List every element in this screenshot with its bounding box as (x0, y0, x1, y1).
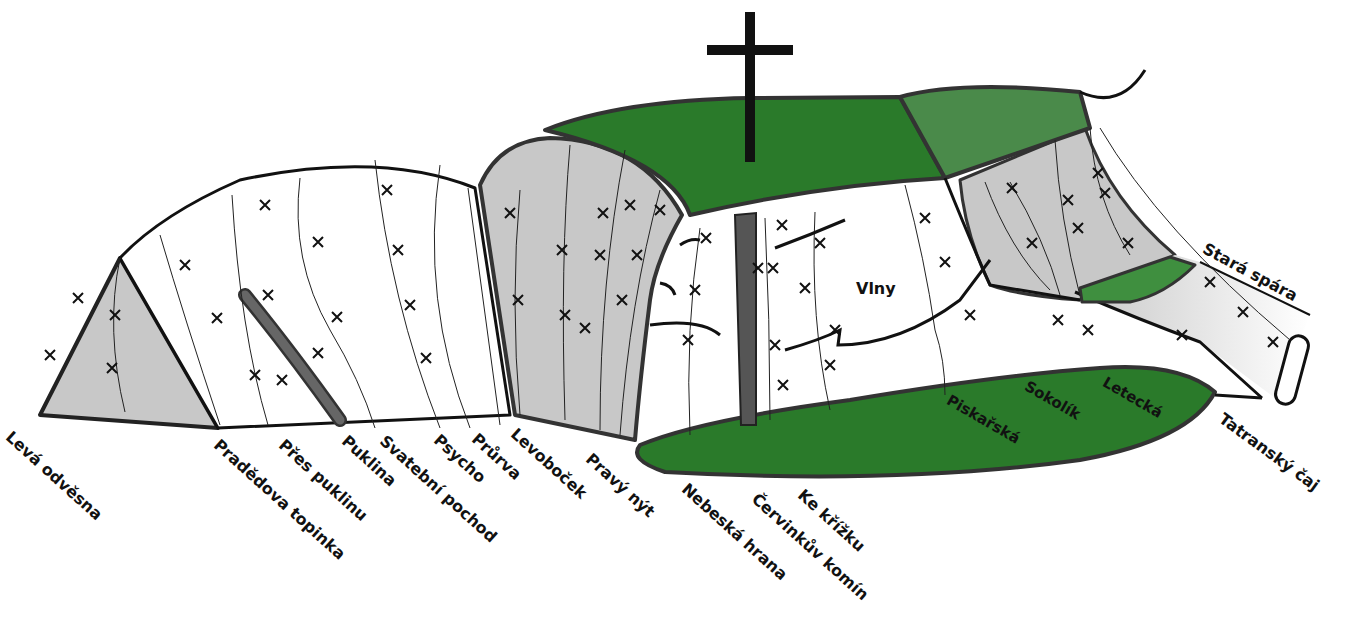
bolt-mark (382, 185, 392, 195)
bolt-mark (277, 375, 287, 385)
route-name: Tatranský čaj (1216, 410, 1323, 494)
bolt-mark (73, 293, 83, 303)
bolt-mark (617, 295, 627, 305)
bolt-mark (557, 245, 567, 255)
rock-slab (120, 167, 510, 428)
bolt-mark (632, 250, 642, 260)
bolt-mark (777, 220, 787, 230)
bolt-mark (1063, 195, 1073, 205)
bolt-mark (1053, 315, 1063, 325)
bolt-mark (1177, 330, 1187, 340)
bolt-mark (313, 348, 323, 358)
bolt-mark (260, 200, 270, 210)
bolt-mark (655, 205, 665, 215)
route-name: Vlny (856, 280, 896, 298)
bolt-mark (1268, 337, 1278, 347)
bolt-mark (770, 340, 780, 350)
chimney (735, 213, 756, 425)
bolt-mark (45, 350, 55, 360)
bolt-mark (778, 380, 788, 390)
bolt-mark (110, 310, 120, 320)
bolt-mark (598, 208, 608, 218)
route-name: Levoboček (507, 425, 590, 502)
route-name: Pradědova topinka (210, 436, 348, 563)
ledge-vegetation (637, 367, 1215, 476)
bolt-mark (421, 353, 431, 363)
overhang-line (650, 220, 990, 350)
rock-pillar (480, 138, 682, 440)
bolt-mark (1007, 183, 1017, 193)
bolt-marks (45, 168, 1278, 390)
bolt-mark (393, 245, 403, 255)
bolt-mark (690, 285, 700, 295)
bolt-mark (180, 260, 190, 270)
bolt-mark (107, 363, 117, 373)
bolt-mark (683, 335, 693, 345)
bolt-mark (1238, 307, 1248, 317)
bolt-mark (332, 312, 342, 322)
bolt-mark (1093, 168, 1103, 178)
bolt-mark (800, 283, 810, 293)
crack (245, 295, 340, 420)
route-name: Levá odvěsna (2, 428, 105, 524)
bolt-mark (1205, 277, 1215, 287)
bolt-mark (313, 237, 323, 247)
route-name: Nebeská hrana (678, 480, 790, 584)
bolt-mark (825, 360, 835, 370)
bolt-mark (513, 295, 523, 305)
bolt-mark (212, 313, 222, 323)
bolt-mark (595, 250, 605, 260)
bolt-mark (701, 233, 711, 243)
summit-cross (745, 12, 755, 162)
bolt-mark (1100, 188, 1110, 198)
route-line (42, 128, 1290, 435)
bolt-mark (560, 310, 570, 320)
bolt-mark (505, 208, 515, 218)
vegetation (1080, 257, 1195, 302)
bolt-mark (940, 257, 950, 267)
bolt-mark (830, 325, 840, 335)
bolt-mark (580, 323, 590, 333)
bolt-mark (920, 213, 930, 223)
bolt-mark (768, 263, 778, 273)
bolt-mark (263, 290, 273, 300)
bolt-mark (1073, 223, 1083, 233)
bolt-mark (1123, 238, 1133, 248)
rock-pinnacle (1273, 334, 1310, 407)
bolt-mark (625, 200, 635, 210)
summit-vegetation (900, 87, 1090, 178)
bolt-mark (1027, 238, 1037, 248)
bolt-mark (815, 238, 825, 248)
bolt-mark (1083, 325, 1093, 335)
summit-cross (707, 45, 793, 55)
bolt-mark (405, 300, 415, 310)
bolt-mark (250, 370, 260, 380)
bolt-mark (965, 310, 975, 320)
bolt-mark (753, 263, 763, 273)
